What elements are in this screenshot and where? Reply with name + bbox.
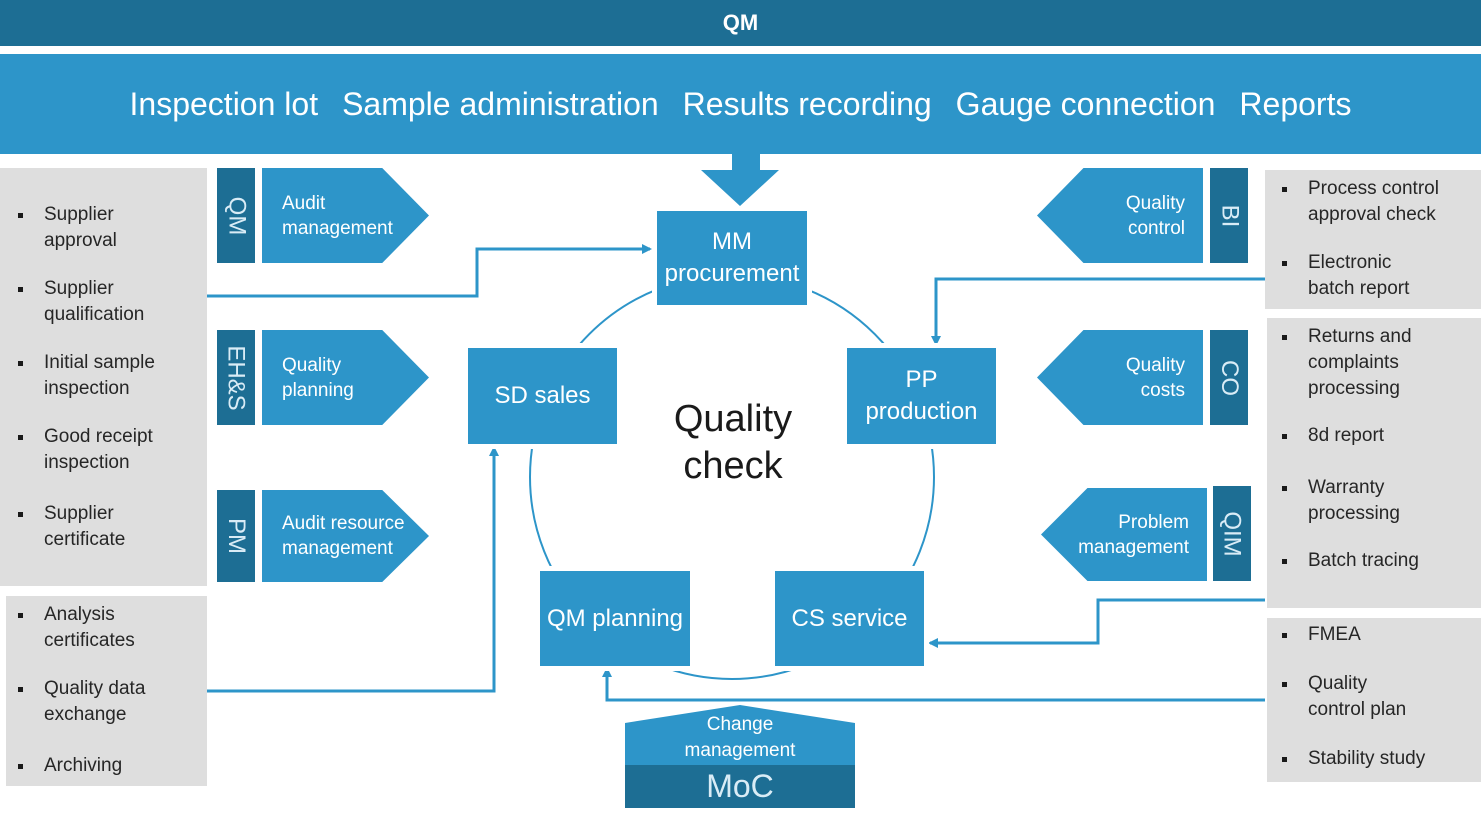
bi-tag-text: BI xyxy=(1216,204,1243,227)
audit-management-label: Audit management xyxy=(282,192,393,239)
bi-tag: BI xyxy=(1210,168,1248,263)
list-item: Stability study xyxy=(1282,746,1481,772)
module-gauge-connection: Gauge connection xyxy=(955,85,1216,122)
process-control-list-box: Process control approval check Electroni… xyxy=(1265,170,1481,309)
list-item: 8d report xyxy=(1282,423,1481,449)
quality-costs-label: Quality costs xyxy=(1125,354,1185,401)
qm-title-bar: QM xyxy=(0,0,1481,46)
qm-planning-box: QM planning xyxy=(535,566,695,671)
mm-procurement-box: MM procurement xyxy=(652,206,812,310)
list-item: Quality control plan xyxy=(1282,671,1481,723)
list-item: Warranty processing xyxy=(1282,475,1481,527)
fmea-list-box: FMEA Quality control plan Stability stud… xyxy=(1267,618,1481,782)
ehs-tag: EH&S xyxy=(217,330,255,425)
moc-tag-text: MoC xyxy=(706,768,774,804)
module-inspection-lot: Inspection lot xyxy=(129,85,319,122)
problem-management-label: Problem management xyxy=(1078,511,1189,558)
list-item: Good receipt inspection xyxy=(18,424,207,476)
qm-tag-text: QM xyxy=(223,196,251,235)
co-tag-text: CO xyxy=(1216,359,1243,396)
analysis-to-sd-connector xyxy=(207,446,499,693)
cs-service-label: CS service xyxy=(791,604,908,632)
sd-sales-label: SD sales xyxy=(494,382,591,409)
qim-tag-text: QIM xyxy=(1219,510,1247,557)
list-item: Analysis certificates xyxy=(18,602,207,654)
list-item: Initial sample inspection xyxy=(18,350,207,402)
returns-to-cs-connector xyxy=(928,598,1265,648)
list-item: Supplier certificate xyxy=(18,501,207,553)
cs-service-box: CS service xyxy=(770,566,929,671)
list-item: Process control approval check xyxy=(1282,176,1481,228)
module-results-recording: Results recording xyxy=(682,85,932,122)
list-item: Batch tracing xyxy=(1282,548,1481,574)
quality-check-label: Quality check xyxy=(673,398,793,487)
process-control-list: Process control approval check Electroni… xyxy=(1282,176,1481,302)
module-sample-administration: Sample administration xyxy=(342,85,659,122)
analysis-list-box: Analysis certificates Quality data excha… xyxy=(6,596,207,786)
qm-title: QM xyxy=(722,10,759,35)
supplier-to-mm-connector xyxy=(207,244,652,298)
audit-resource-management-label: Audit resource management xyxy=(282,513,405,559)
module-reports: Reports xyxy=(1239,85,1352,122)
quality-planning-label: Quality planning xyxy=(282,354,354,401)
qm-tag: QM xyxy=(217,168,255,263)
moc-tag: MoC xyxy=(625,765,855,808)
supplier-list-box: Supplier approval Supplier qualification… xyxy=(0,168,207,586)
modules-down-arrow xyxy=(701,154,779,206)
list-item: Electronic batch report xyxy=(1282,250,1481,302)
qm-modules-bar: Inspection lot Sample administration Res… xyxy=(0,54,1481,154)
qm-planning-label: QM planning xyxy=(546,604,684,632)
list-item: FMEA xyxy=(1282,622,1481,648)
sd-sales-box: SD sales xyxy=(463,343,622,449)
mm-procurement-label: MM procurement xyxy=(664,228,800,287)
ehs-tag-text: EH&S xyxy=(223,344,251,411)
process-to-pp-connector xyxy=(931,277,1265,346)
list-item: Archiving xyxy=(18,753,207,779)
pp-production-label: PP production xyxy=(865,366,978,425)
supplier-list: Supplier approval Supplier qualification… xyxy=(18,202,207,553)
qim-tag: QIM xyxy=(1213,486,1251,581)
pm-tag: PM xyxy=(217,490,255,582)
list-item: Supplier qualification xyxy=(18,276,207,328)
change-management-label: Change management xyxy=(684,714,796,761)
list-item: Supplier approval xyxy=(18,202,207,254)
fmea-list: FMEA Quality control plan Stability stud… xyxy=(1282,622,1481,772)
fmea-to-qm-connector xyxy=(602,667,1265,702)
analysis-list: Analysis certificates Quality data excha… xyxy=(18,602,207,779)
pm-tag-text: PM xyxy=(223,518,250,554)
quality-control-label: Quality control xyxy=(1125,192,1185,239)
returns-list: Returns and complaints processing 8d rep… xyxy=(1282,324,1481,574)
co-tag: CO xyxy=(1210,330,1248,425)
list-item: Quality data exchange xyxy=(18,676,207,728)
list-item: Returns and complaints processing xyxy=(1282,324,1481,402)
returns-list-box: Returns and complaints processing 8d rep… xyxy=(1267,318,1481,608)
pp-production-box: PP production xyxy=(842,343,1001,449)
